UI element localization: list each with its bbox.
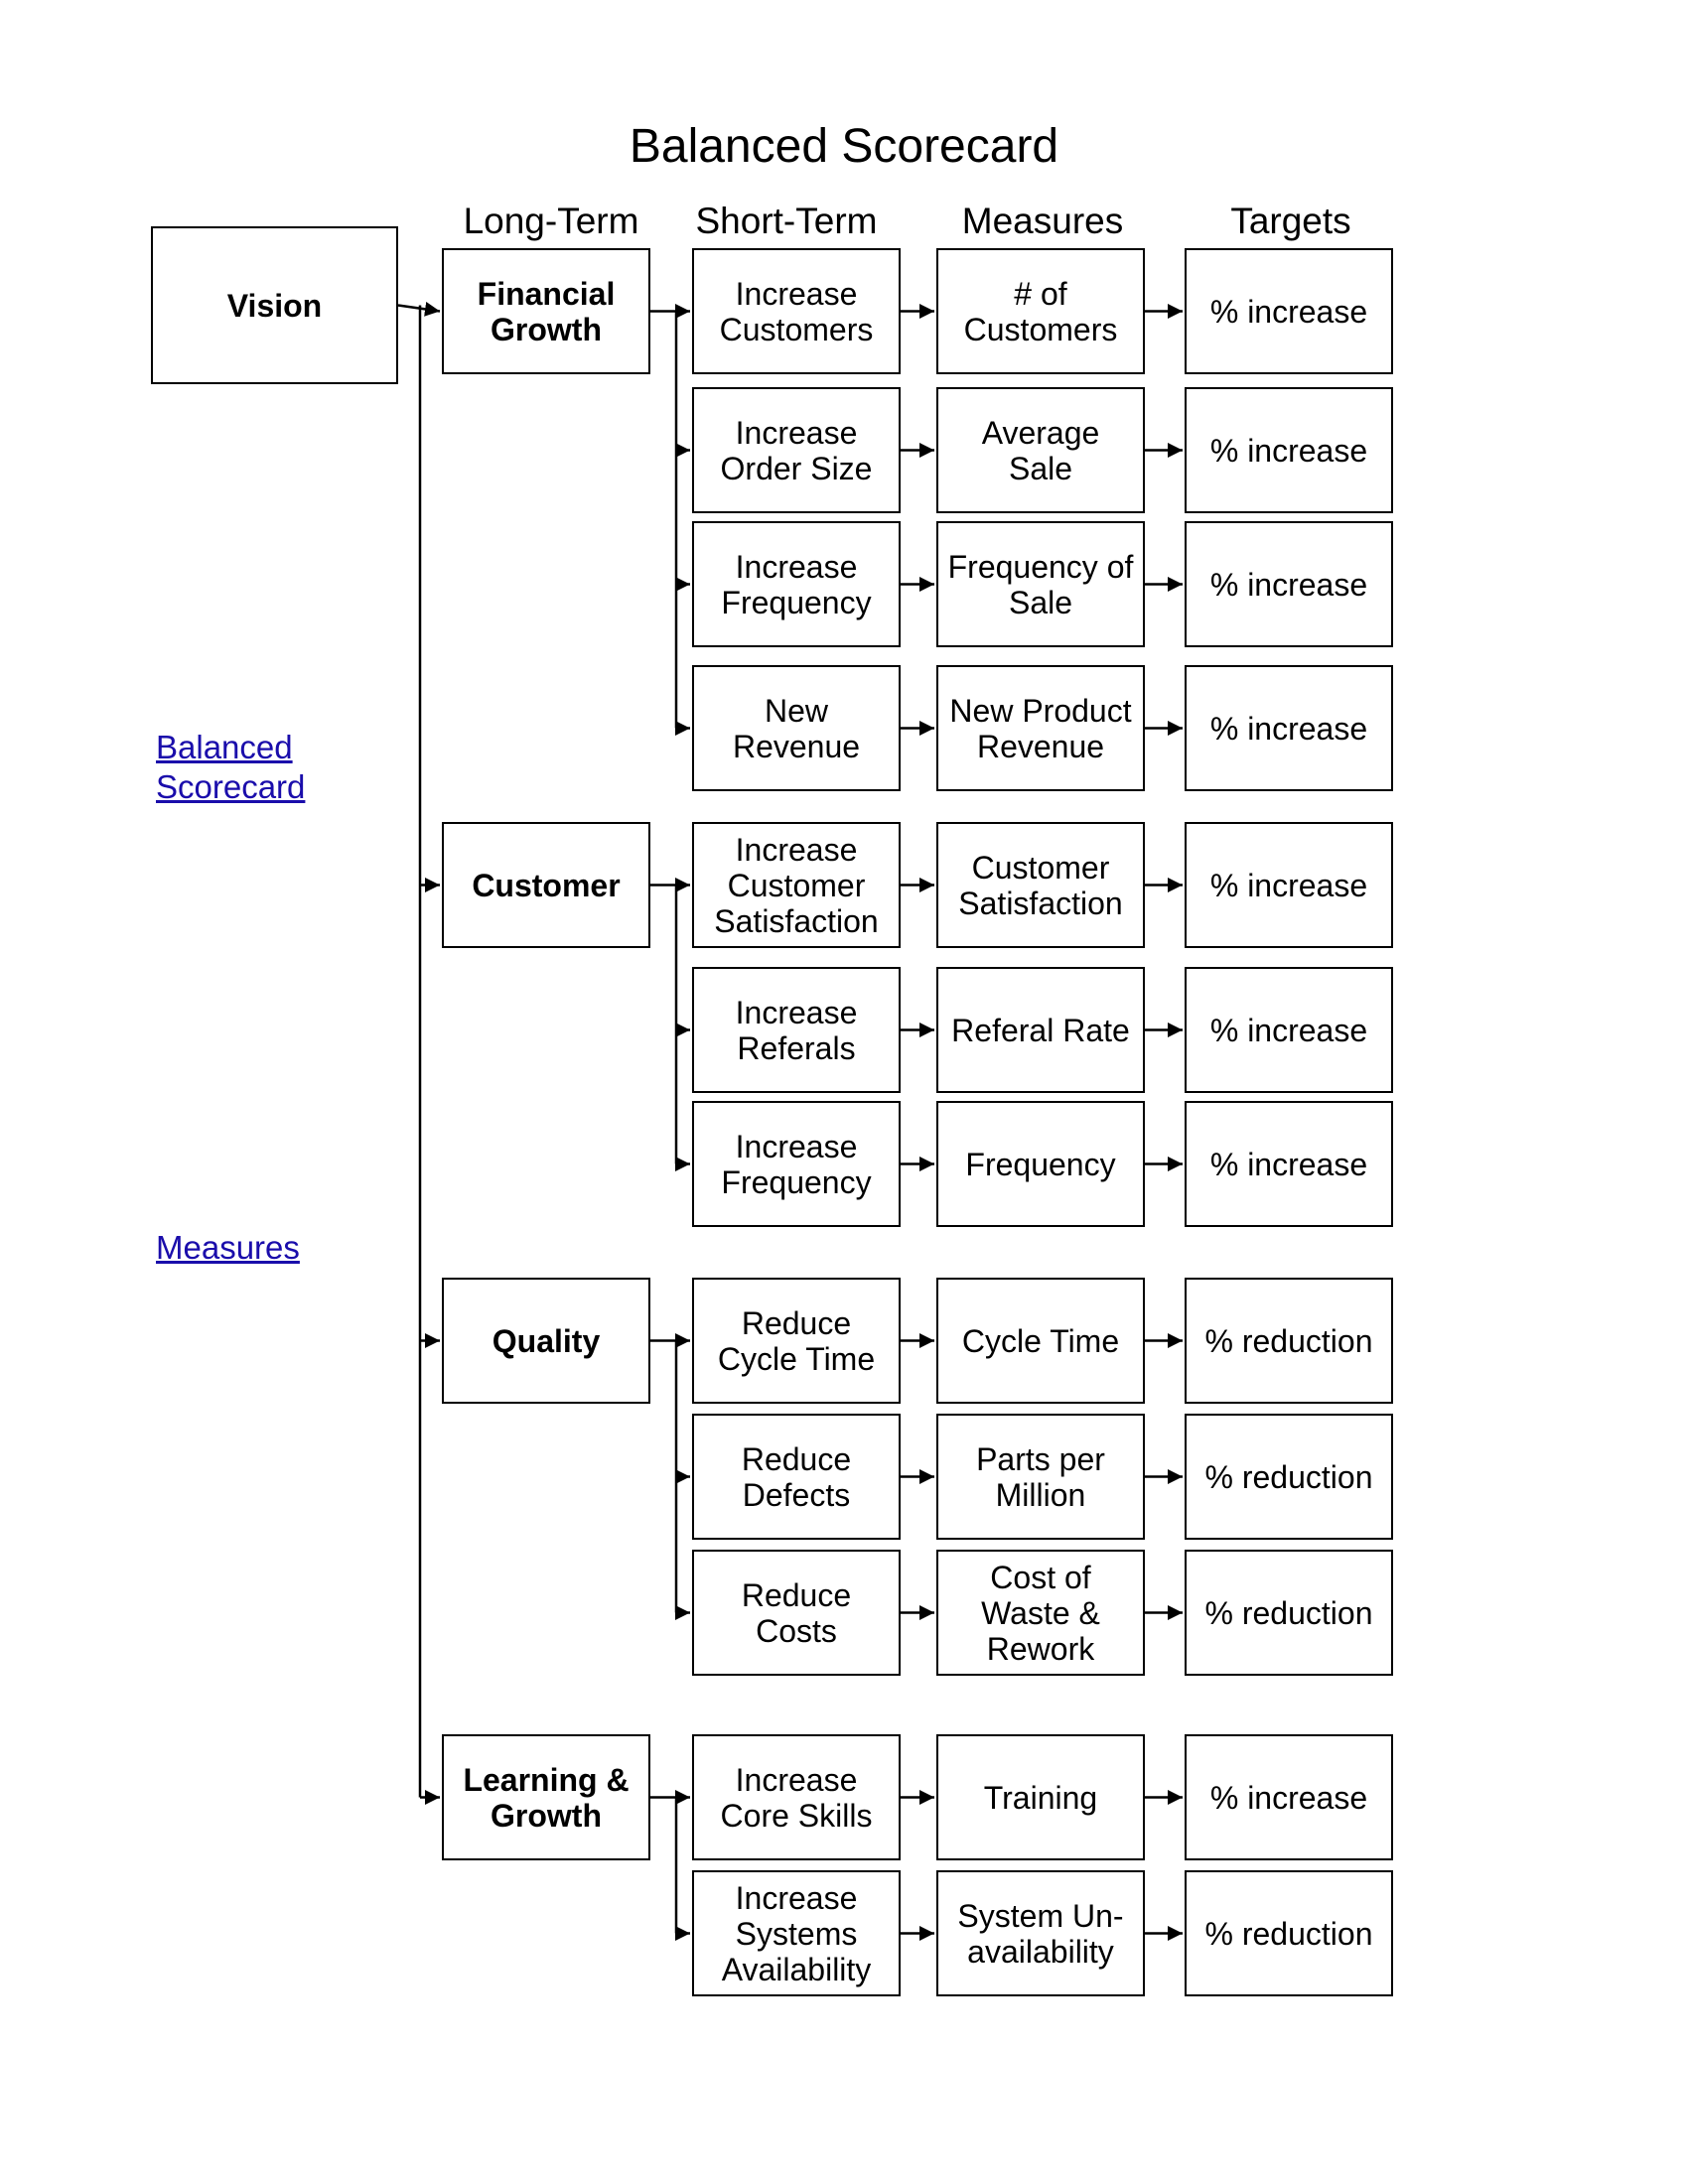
- short-term-box-label: Increase Frequency: [721, 1128, 872, 1200]
- measure-box: New Product Revenue: [936, 665, 1145, 791]
- short-term-box: Increase Core Skills: [692, 1734, 901, 1860]
- target-box-label: % reduction: [1204, 1322, 1373, 1359]
- short-term-box-label: Increase Referals: [735, 994, 858, 1066]
- short-term-box: Increase Customers: [692, 248, 901, 374]
- measure-box-label: Frequency: [965, 1146, 1116, 1182]
- measure-box-label: New Product Revenue: [949, 692, 1132, 764]
- measures-link[interactable]: Measures: [156, 1229, 300, 1266]
- target-box-label: % reduction: [1204, 1915, 1373, 1952]
- measure-box-label: Cost of Waste & Rework: [981, 1559, 1100, 1667]
- target-box-label: % increase: [1209, 1779, 1368, 1816]
- target-box: % increase: [1185, 521, 1393, 647]
- measure-box-label: Frequency of Sale: [947, 548, 1134, 620]
- short-term-box: New Revenue: [692, 665, 901, 791]
- measure-box-label: Customer Satisfaction: [958, 849, 1123, 921]
- target-box-label: % reduction: [1204, 1458, 1373, 1495]
- long-term-box-label: Quality: [492, 1322, 601, 1359]
- target-box: % increase: [1185, 822, 1393, 948]
- short-term-box: Reduce Cycle Time: [692, 1278, 901, 1404]
- long-term-box: Customer: [442, 822, 650, 948]
- long-term-box: Quality: [442, 1278, 650, 1404]
- target-box: % increase: [1185, 967, 1393, 1093]
- target-box: % reduction: [1185, 1550, 1393, 1676]
- measure-box: System Un- availability: [936, 1870, 1145, 1996]
- short-term-box-label: Increase Customer Satisfaction: [714, 831, 879, 939]
- target-box: % increase: [1185, 248, 1393, 374]
- measure-box: Customer Satisfaction: [936, 822, 1145, 948]
- target-box-label: % increase: [1209, 867, 1368, 903]
- short-term-box: Increase Frequency: [692, 1101, 901, 1227]
- target-box: % reduction: [1185, 1870, 1393, 1996]
- short-term-box-label: Reduce Defects: [741, 1440, 852, 1513]
- measure-box-label: System Un- availability: [957, 1897, 1124, 1970]
- measure-box: Referal Rate: [936, 967, 1145, 1093]
- measure-box-label: Average Sale: [981, 414, 1100, 486]
- short-term-box-label: Increase Systems Availability: [721, 1879, 872, 1987]
- target-box: % reduction: [1185, 1414, 1393, 1540]
- measure-box: Training: [936, 1734, 1145, 1860]
- measure-box-label: Training: [983, 1779, 1098, 1816]
- target-box: % increase: [1185, 387, 1393, 513]
- measure-box-label: Parts per Million: [976, 1440, 1105, 1513]
- measure-box-label: # of Customers: [963, 275, 1118, 347]
- target-box-label: % reduction: [1204, 1594, 1373, 1631]
- column-header-long-term: Long-Term: [463, 201, 639, 241]
- short-term-box-label: Increase Customers: [719, 275, 874, 347]
- measure-box: Frequency of Sale: [936, 521, 1145, 647]
- short-term-box: Increase Order Size: [692, 387, 901, 513]
- short-term-box: Increase Frequency: [692, 521, 901, 647]
- target-box-label: % increase: [1209, 1146, 1368, 1182]
- measure-box-label: Cycle Time: [961, 1322, 1120, 1359]
- long-term-box-label: Financial Growth: [477, 275, 616, 347]
- short-term-box-label: Reduce Costs: [741, 1576, 852, 1649]
- target-box-label: % increase: [1209, 1012, 1368, 1048]
- target-box: % increase: [1185, 665, 1393, 791]
- vision-label: Vision: [226, 287, 323, 324]
- measure-box: Average Sale: [936, 387, 1145, 513]
- short-term-box-label: Increase Core Skills: [720, 1761, 873, 1834]
- measure-box: Parts per Million: [936, 1414, 1145, 1540]
- column-header-short-term: Short-Term: [695, 201, 878, 241]
- balanced-scorecard-link[interactable]: Balanced Scorecard: [156, 729, 306, 805]
- page-title: Balanced Scorecard: [629, 120, 1059, 173]
- long-term-box: Learning & Growth: [442, 1734, 650, 1860]
- vision-box: Vision: [151, 226, 398, 384]
- column-header-measures: Measures: [961, 201, 1124, 241]
- target-box: % increase: [1185, 1734, 1393, 1860]
- short-term-box-label: Increase Frequency: [721, 548, 872, 620]
- long-term-box: Financial Growth: [442, 248, 650, 374]
- target-box-label: % increase: [1209, 566, 1368, 603]
- measure-box-label: Referal Rate: [951, 1012, 1130, 1048]
- column-header-targets: Targets: [1230, 201, 1351, 241]
- target-box-label: % increase: [1209, 293, 1368, 330]
- short-term-box: Increase Referals: [692, 967, 901, 1093]
- long-term-box-label: Learning & Growth: [463, 1761, 630, 1834]
- short-term-box: Reduce Costs: [692, 1550, 901, 1676]
- short-term-box: Increase Customer Satisfaction: [692, 822, 901, 948]
- measure-box: Cost of Waste & Rework: [936, 1550, 1145, 1676]
- short-term-box-label: Reduce Cycle Time: [717, 1304, 876, 1377]
- short-term-box-label: Increase Order Size: [720, 414, 873, 486]
- long-term-box-label: Customer: [472, 867, 621, 903]
- short-term-box-label: New Revenue: [732, 692, 861, 764]
- target-box: % increase: [1185, 1101, 1393, 1227]
- measure-box: Frequency: [936, 1101, 1145, 1227]
- target-box: % reduction: [1185, 1278, 1393, 1404]
- measure-box: Cycle Time: [936, 1278, 1145, 1404]
- target-box-label: % increase: [1209, 432, 1368, 469]
- measure-box: # of Customers: [936, 248, 1145, 374]
- short-term-box: Reduce Defects: [692, 1414, 901, 1540]
- short-term-box: Increase Systems Availability: [692, 1870, 901, 1996]
- target-box-label: % increase: [1209, 710, 1368, 747]
